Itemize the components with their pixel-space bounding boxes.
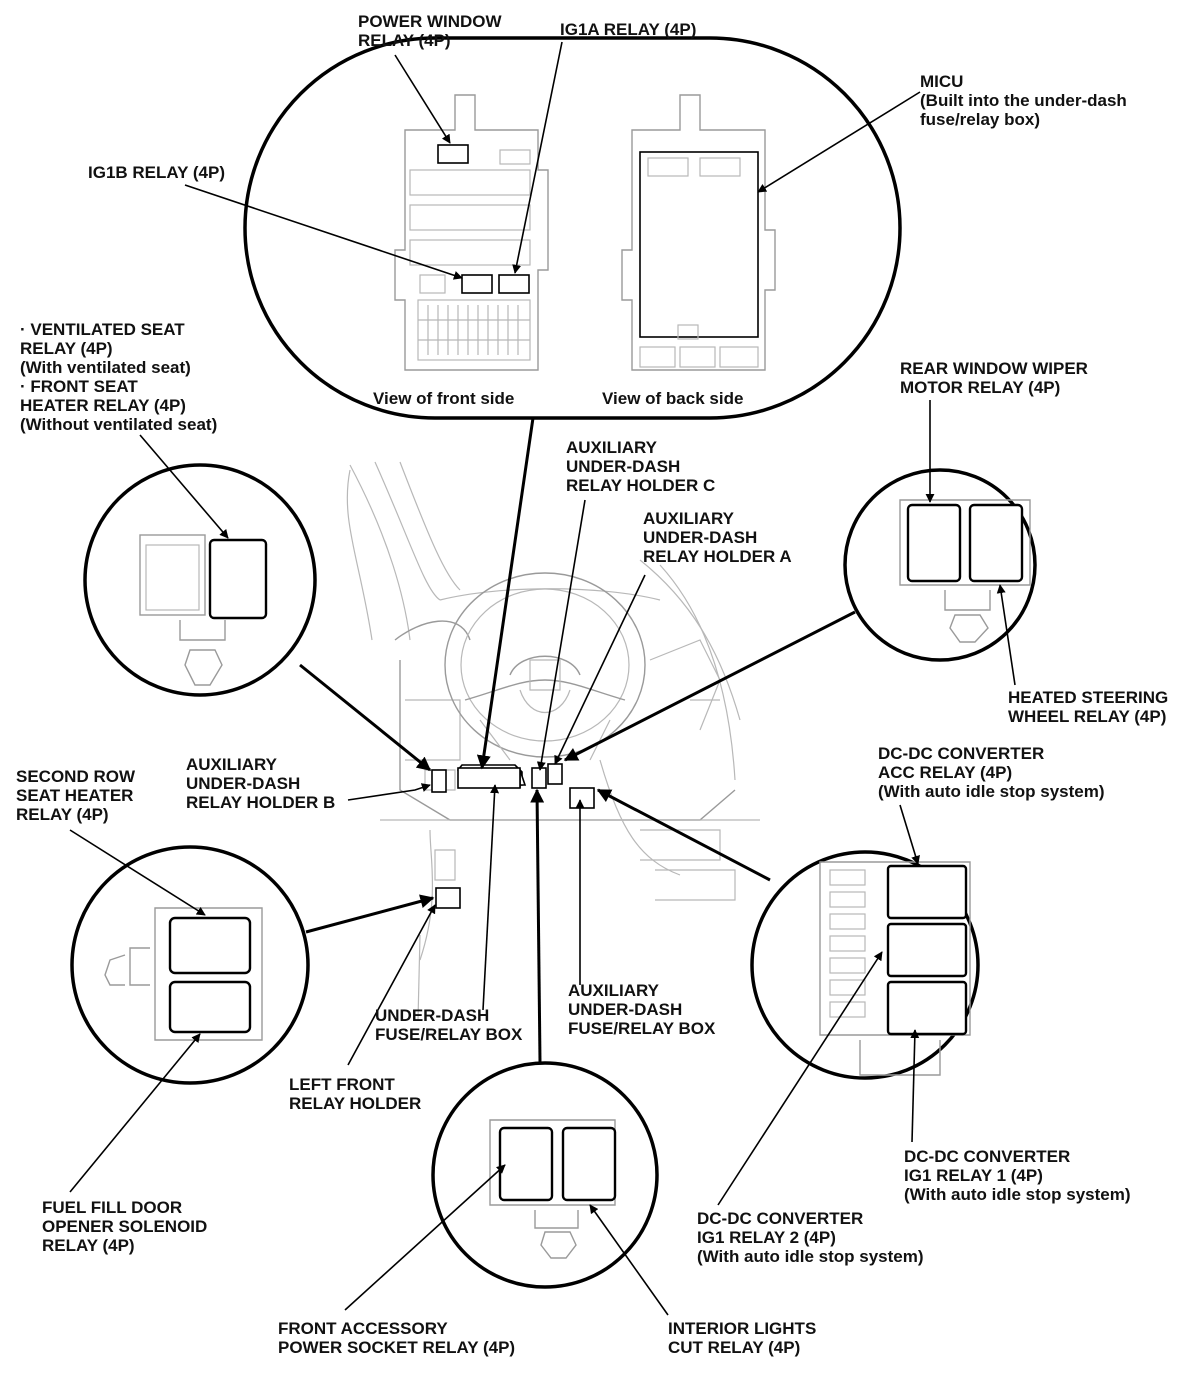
left-front-holder-location — [435, 887, 461, 909]
second-row-callout-frame — [70, 845, 310, 1085]
label-view-back: View of back side — [602, 389, 744, 408]
aux-fuse-box-location — [569, 787, 595, 809]
dcdc-callout-frame — [750, 850, 980, 1080]
label-view-front: View of front side — [373, 389, 515, 408]
second-row-relay-detail — [104, 907, 263, 1041]
dcdc-relay-detail — [819, 861, 971, 1076]
under-dash-box — [457, 767, 521, 789]
label-ig1b-relay: IG1B RELAY (4P) — [88, 163, 225, 182]
top-view-callout-frame — [243, 36, 902, 420]
leader-lines — [69, 41, 1016, 1316]
fuse-box-front-view — [394, 94, 549, 371]
rear-wiper-callout-frame — [843, 468, 1037, 662]
aux-holder-c-location — [531, 767, 547, 789]
label-ig1a-relay: IG1A RELAY (4P) — [560, 20, 697, 39]
aux-holder-a-location — [547, 763, 563, 785]
fuse-box-back-view — [621, 94, 776, 371]
bottom-center-relay-detail — [489, 1119, 617, 1259]
ventilated-seat-callout-frame — [83, 463, 317, 697]
ig1b-relay-location — [461, 274, 493, 294]
ventilated-seat-relay-detail — [139, 534, 268, 686]
aux-holder-b-location — [431, 769, 447, 793]
ig1a-relay-location — [498, 274, 530, 294]
bottom-center-callout-frame — [431, 1061, 659, 1289]
rear-wiper-relay-detail — [899, 499, 1031, 643]
power-window-relay-location — [437, 144, 469, 164]
callout-connectors — [299, 417, 856, 1063]
